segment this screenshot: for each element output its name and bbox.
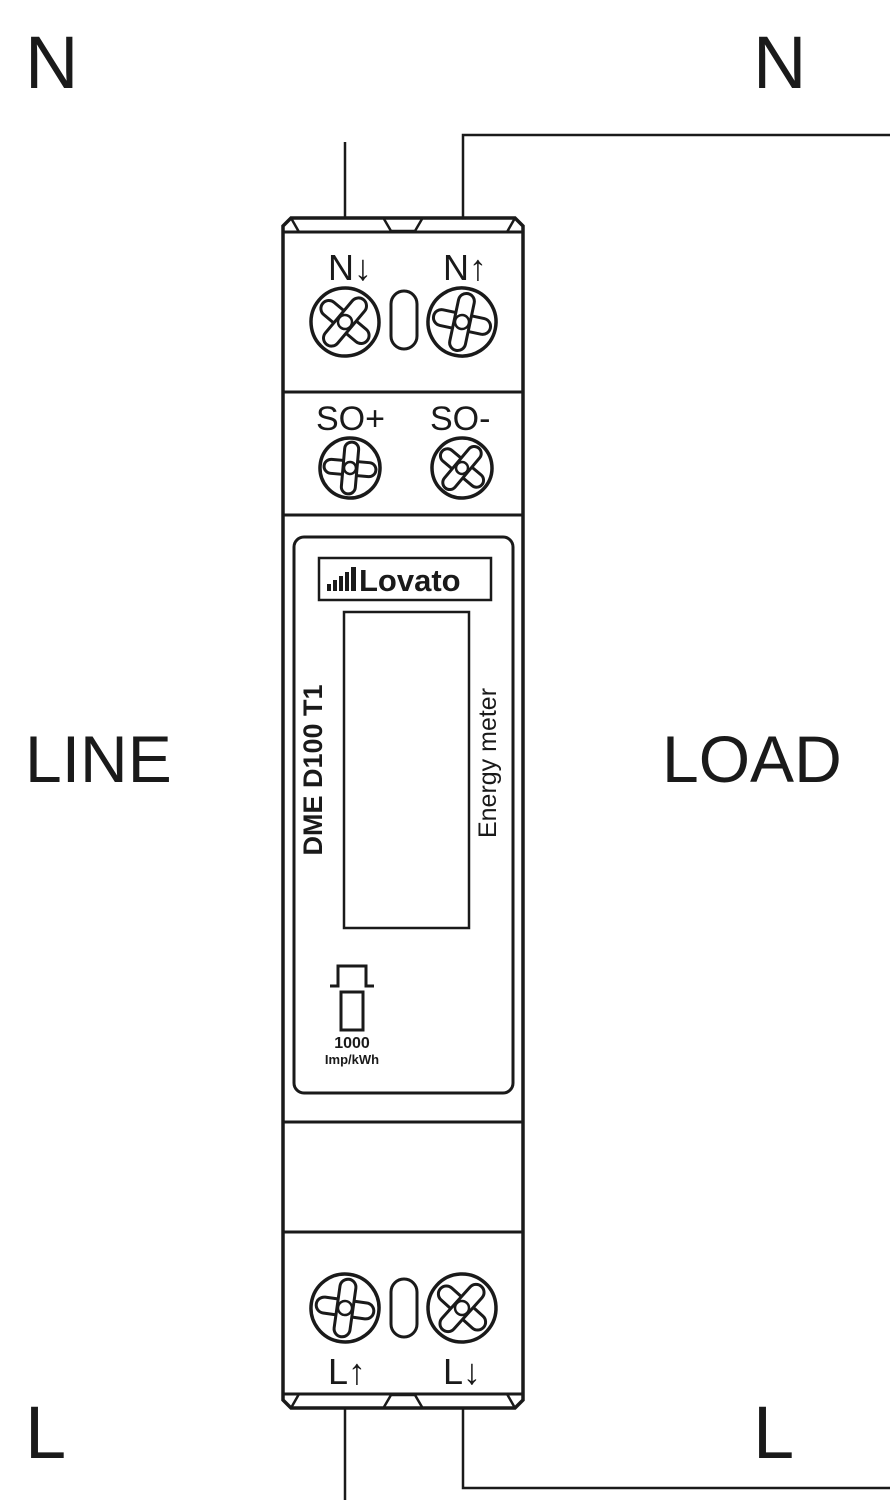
lcd-display xyxy=(342,610,471,930)
bottom-cap-chamfer-left xyxy=(289,1393,301,1409)
screw-terminal-so-plus xyxy=(318,436,382,500)
pulse-rate-value: 1000 xyxy=(334,1035,370,1052)
bottom-cap-notch xyxy=(382,1393,424,1408)
terminal-label-l-out: L↓ xyxy=(443,1351,481,1392)
wire-neutral-out xyxy=(461,133,890,218)
label-phase-bottom-left: L xyxy=(25,1391,66,1474)
label-phase-bottom-right: L xyxy=(753,1391,794,1474)
din-slot-top xyxy=(389,289,419,351)
screw-terminal-l-in xyxy=(309,1272,381,1344)
brand-logo-frame xyxy=(317,556,493,602)
terminal-label-so-minus: SO- xyxy=(430,400,490,438)
pulse-led-icon xyxy=(339,990,365,1032)
top-cap-chamfer-left xyxy=(289,217,301,233)
pulse-rate-unit: Imp/kWh xyxy=(325,1052,379,1067)
label-line-side: LINE xyxy=(25,722,172,796)
screw-terminal-n-in xyxy=(309,286,381,358)
brand-name: Lovato xyxy=(359,563,461,598)
top-cap-notch xyxy=(382,218,424,233)
label-neutral-top-left: N xyxy=(25,21,78,104)
brand-logo-bars-icon xyxy=(327,567,356,591)
terminal-label-so-plus: SO+ xyxy=(316,400,385,438)
pulse-waveform-icon xyxy=(330,964,374,988)
label-load-side: LOAD xyxy=(662,722,842,796)
terminal-label-n-out: N↑ xyxy=(443,247,487,288)
screw-terminal-n-out xyxy=(426,286,498,358)
brand-logo: Lovato xyxy=(317,556,493,602)
pulse-output-symbol: 1000 Imp/kWh xyxy=(325,964,379,1067)
terminal-label-n-in: N↓ xyxy=(328,247,372,288)
device-description: Energy meter xyxy=(474,688,502,838)
wire-phase-out xyxy=(461,1408,890,1490)
top-cap-chamfer-right xyxy=(505,217,517,233)
screw-terminal-l-out xyxy=(426,1272,498,1344)
terminal-label-l-in: L↑ xyxy=(328,1351,366,1392)
bottom-cap-chamfer-right xyxy=(505,1393,517,1409)
screw-terminal-so-minus xyxy=(430,436,494,500)
label-neutral-top-right: N xyxy=(753,21,806,104)
model-name: DME D100 T1 xyxy=(298,684,328,855)
face-plate xyxy=(292,535,515,1095)
din-slot-bottom xyxy=(389,1277,419,1339)
